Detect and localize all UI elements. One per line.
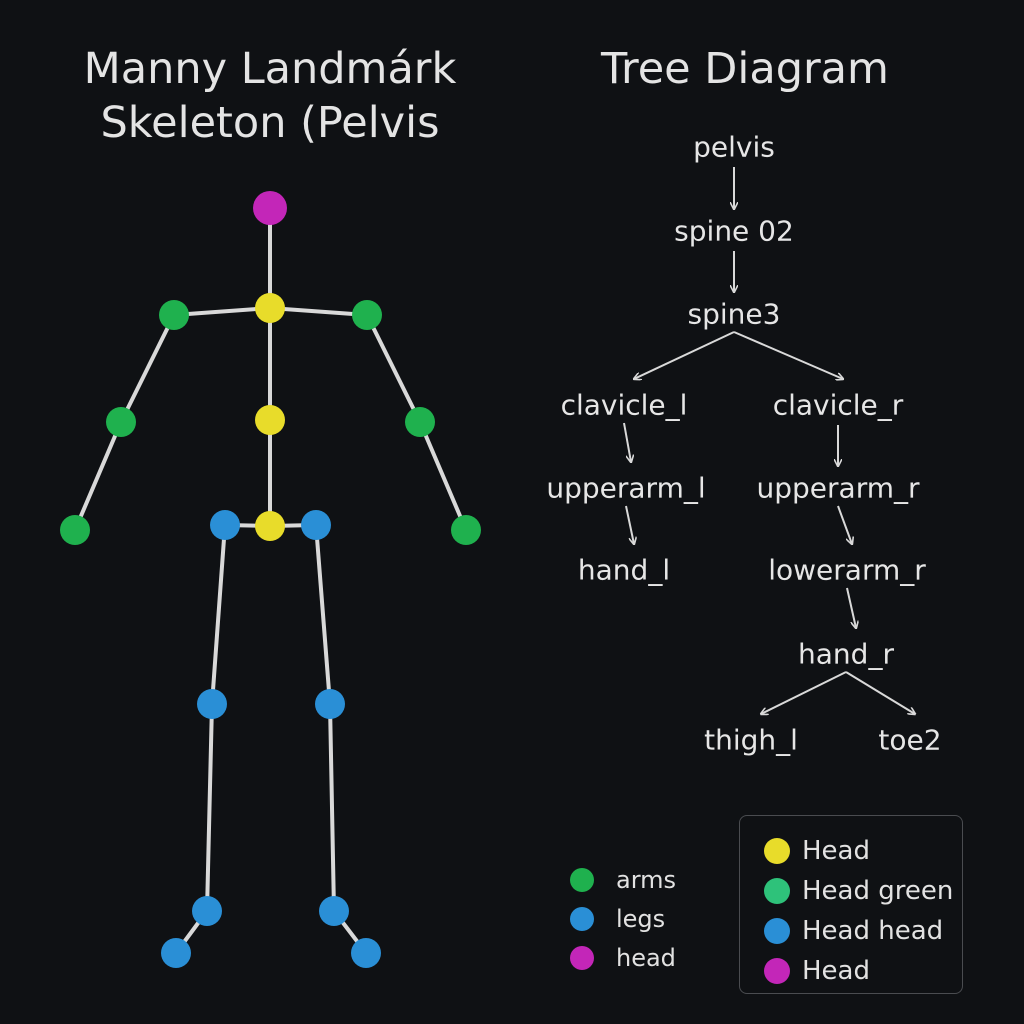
tree-node-spine02: spine 02 bbox=[674, 214, 794, 248]
bone-shoulder_r-elbow_r bbox=[365, 313, 422, 424]
tree-node-toe2: toe2 bbox=[878, 723, 942, 757]
legend-box-item: Head bbox=[764, 951, 962, 991]
joint-spine bbox=[255, 405, 285, 435]
bone-shoulder_l-elbow_l bbox=[119, 313, 176, 424]
tree-edge-spine3-clavicle_l bbox=[634, 331, 735, 379]
tree-node-hand_l: hand_l bbox=[577, 553, 671, 587]
bone-knee_l-ankle_l bbox=[205, 702, 214, 913]
legend-label: head bbox=[616, 943, 676, 972]
tree-title-text: Tree Diagram bbox=[601, 44, 889, 94]
joint-shoulder_r bbox=[352, 300, 382, 330]
skeleton-title-line2: Skeleton (Pelvis bbox=[100, 98, 440, 148]
legend-box: Head Head green Head head Head bbox=[739, 815, 963, 994]
joint-pelvis bbox=[255, 511, 285, 541]
legend-box-item: Head head bbox=[764, 911, 962, 951]
legend-item: arms bbox=[570, 860, 720, 899]
legend-item: legs bbox=[570, 899, 720, 938]
tree-edge-spine3-clavicle_r bbox=[733, 331, 843, 379]
tree-edge-hand_r-toe2 bbox=[845, 671, 915, 714]
joint-hand_l bbox=[60, 515, 90, 545]
skeleton-title: Manny Landmárk Skeleton (Pelvis bbox=[30, 42, 510, 150]
legend-box-swatch-magenta bbox=[764, 958, 790, 984]
legend-box-item: Head bbox=[764, 831, 962, 871]
bone-neck-shoulder_r bbox=[268, 306, 369, 317]
joint-knee_l bbox=[197, 689, 227, 719]
tree-diagram: pelvis spine 02 spine3 clavicle_l clavicle_r… bbox=[520, 0, 1024, 800]
joint-elbow_l bbox=[106, 407, 136, 437]
joint-neck bbox=[255, 293, 285, 323]
tree-node-thigh_l: thigh_l bbox=[704, 723, 798, 757]
tree-edges bbox=[623, 167, 1024, 800]
tree-edge-hand_r-thigh_l bbox=[761, 671, 847, 714]
joint-elbow_r bbox=[405, 407, 435, 437]
legend-label: arms bbox=[616, 865, 677, 894]
legend-swatch-legs bbox=[570, 906, 594, 931]
bone-elbow_r-hand_r bbox=[418, 420, 468, 532]
legend-box-label: Head head bbox=[802, 916, 944, 946]
joint-hip_l bbox=[210, 510, 240, 540]
joint-toe_r bbox=[351, 938, 381, 968]
bone-hip_l-knee_l bbox=[210, 523, 227, 706]
joint-hand_r bbox=[451, 515, 481, 545]
tree-edge-lowerarm_r-hand_r bbox=[846, 587, 856, 628]
legend-box-label: Head bbox=[802, 836, 870, 866]
legend-box-swatch-green bbox=[764, 878, 790, 904]
tree-edge-upperarm_l-hand_l bbox=[625, 505, 634, 544]
bone-elbow_l-hand_l bbox=[73, 420, 123, 532]
legend-box-swatch-blue bbox=[764, 918, 790, 944]
legend-swatch-arms bbox=[570, 867, 594, 892]
legend-groups: arms legs head bbox=[570, 860, 720, 977]
legend-box-item: Head green bbox=[764, 871, 962, 911]
joint-shoulder_l bbox=[159, 300, 189, 330]
joint-knee_r bbox=[315, 689, 345, 719]
joint-toe_l bbox=[161, 938, 191, 968]
legend-box-label: Head bbox=[802, 956, 870, 986]
tree-edge-clavicle_l-upperarm_l bbox=[623, 422, 631, 462]
tree-node-upperarm_r: upperarm_r bbox=[756, 471, 920, 505]
tree-node-clavicle_l: clavicle_l bbox=[560, 388, 688, 422]
joint-head bbox=[253, 191, 287, 225]
skeleton-joints bbox=[60, 191, 481, 968]
tree-node-pelvis: pelvis bbox=[693, 130, 775, 164]
tree-node-upperarm_l: upperarm_l bbox=[546, 471, 706, 505]
legend-item: head bbox=[570, 938, 720, 977]
tree-edge-upperarm_r-lowerarm_r bbox=[837, 505, 852, 544]
joint-ankle_r bbox=[319, 896, 349, 926]
bone-knee_r-ankle_r bbox=[328, 702, 336, 913]
bone-neck-shoulder_l bbox=[172, 306, 272, 317]
joint-ankle_l bbox=[192, 896, 222, 926]
tree-title: Tree Diagram bbox=[560, 42, 930, 96]
skeleton-figure bbox=[60, 191, 481, 968]
tree-node-lowerarm_r: lowerarm_r bbox=[768, 553, 926, 587]
legend-label: legs bbox=[616, 904, 666, 933]
skeleton-title-line1: Manny Landmárk bbox=[83, 44, 457, 94]
legend-box-label: Head green bbox=[802, 876, 954, 906]
tree-node-clavicle_r: clavicle_r bbox=[772, 388, 904, 422]
joint-hip_r bbox=[301, 510, 331, 540]
legend-box-swatch-yellow bbox=[764, 838, 790, 864]
legend-swatch-head bbox=[570, 945, 594, 970]
tree-node-spine3: spine3 bbox=[687, 297, 781, 331]
tree-node-hand_r: hand_r bbox=[798, 637, 894, 671]
bone-hip_r-knee_r bbox=[314, 523, 332, 706]
